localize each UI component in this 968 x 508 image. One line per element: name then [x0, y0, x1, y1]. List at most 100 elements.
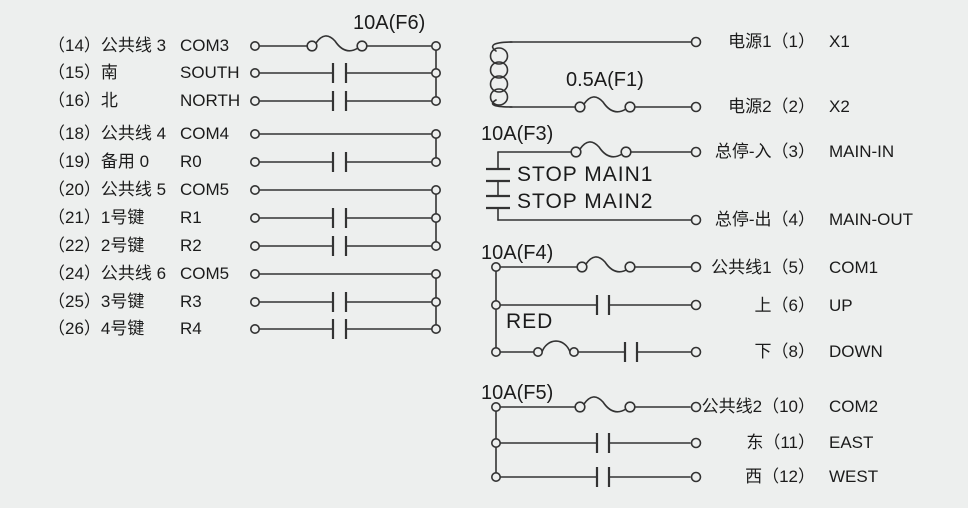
terminal-east [690, 437, 702, 449]
label-stop-main1: STOP MAIN1 [517, 163, 654, 186]
label-east: 东（11） [746, 433, 815, 452]
red-jumper-icon [532, 340, 579, 357]
label-pin-25: （25）3号键 [48, 292, 145, 311]
label-com2: 公共线2（10） [701, 397, 815, 416]
fuse-f6-icon [306, 35, 368, 52]
terminal-main-in [690, 146, 702, 158]
label-pin-15: （15）南 [48, 63, 118, 82]
code-pin-25: R3 [180, 292, 202, 311]
contact-stop-main1-icon [486, 167, 510, 183]
label-power2: 电源2（2） [728, 97, 815, 116]
terminal-16 [250, 96, 261, 107]
label-pin-19: （19）备用 0 [48, 152, 150, 171]
terminal-main-out [690, 214, 702, 226]
terminal-15 [250, 68, 261, 79]
label-stop-main2: STOP MAIN2 [517, 190, 654, 213]
terminal-14 [250, 40, 261, 51]
code-pin-26: R4 [180, 319, 202, 338]
label-red-jumper: RED [506, 310, 554, 333]
code-pin-14: COM3 [180, 36, 230, 55]
left-block-com5-r1-r2 [250, 185, 441, 256]
terminal-25 [250, 296, 261, 307]
terminal-com2 [690, 401, 702, 413]
code-down: DOWN [829, 342, 883, 361]
code-pin-21: R1 [180, 208, 202, 227]
code-pin-19: R0 [180, 152, 202, 171]
label-pin-21: （21）1号键 [48, 208, 145, 227]
label-com1: 公共线1（5） [711, 258, 815, 277]
terminal-x1 [690, 36, 702, 48]
code-x1: X1 [829, 32, 850, 51]
label-west: 西（12） [745, 467, 815, 486]
terminal-x2 [690, 101, 702, 113]
contact-down-icon [623, 342, 639, 362]
contact-r3-icon [331, 292, 348, 312]
terminal-22 [250, 241, 261, 252]
fuse-f1-icon [574, 96, 636, 113]
terminal-down [690, 346, 702, 358]
contact-r0-icon [331, 152, 348, 172]
code-east: EAST [829, 433, 874, 452]
code-pin-20: COM5 [180, 180, 230, 199]
code-main-out: MAIN-OUT [829, 210, 914, 229]
label-down: 下（8） [754, 342, 815, 361]
contact-stop-main2-icon [486, 194, 510, 210]
code-up: UP [829, 296, 853, 315]
code-pin-18: COM4 [180, 124, 230, 143]
power-coil-block [489, 36, 702, 113]
coil-icon [489, 41, 513, 108]
terminal-18 [250, 129, 261, 140]
terminal-20 [250, 185, 261, 196]
label-fuse-f1: 0.5A(F1) [566, 69, 644, 91]
code-x2: X2 [829, 97, 850, 116]
label-main-out: 总停-出（4） [714, 210, 815, 229]
contact-r1-icon [331, 208, 348, 228]
contact-south-icon [331, 63, 348, 83]
contact-r4-icon [331, 319, 348, 339]
code-pin-22: R2 [180, 236, 202, 255]
label-pin-16: （16）北 [48, 91, 118, 110]
code-com1: COM1 [829, 258, 879, 277]
contact-up-icon [595, 295, 611, 315]
label-fuse-f3: 10A(F3) [481, 123, 554, 145]
label-fuse-f4: 10A(F4) [481, 242, 554, 264]
terminal-26 [250, 323, 261, 334]
label-pin-26: （26）4号键 [48, 319, 145, 338]
label-power1: 电源1（1） [728, 32, 815, 51]
label-pin-18: （18）公共线 4 [48, 124, 167, 143]
fuse-f3-icon [570, 141, 632, 158]
code-pin-15: SOUTH [180, 63, 240, 82]
left-block-com3-south-north [250, 35, 441, 111]
terminal-com1 [690, 261, 702, 273]
fuse-f4-icon [576, 256, 636, 273]
label-pin-22: （22）2号键 [48, 236, 145, 255]
code-pin-16: NORTH [180, 91, 241, 110]
f4-block-com1-up-down [490, 256, 702, 362]
code-main-in: MAIN-IN [829, 142, 895, 161]
contact-north-icon [331, 91, 348, 111]
code-pin-24: COM5 [180, 264, 230, 283]
contact-east-icon [595, 433, 611, 453]
contact-r2-icon [331, 236, 348, 256]
contact-west-icon [595, 467, 611, 487]
stop-main-block [486, 141, 702, 226]
terminal-west [690, 471, 702, 483]
code-west: WEST [829, 467, 879, 486]
label-main-in: 总停-入（3） [714, 142, 815, 161]
label-fuse-f6: 10A(F6) [353, 12, 426, 34]
label-pin-20: （20）公共线 5 [48, 180, 167, 199]
terminal-up [690, 299, 702, 311]
label-fuse-f5: 10A(F5) [481, 382, 554, 404]
fuse-f5-icon [574, 396, 636, 413]
label-up: 上（6） [754, 296, 815, 315]
terminal-24 [250, 268, 261, 279]
left-block-com6-r3-r4 [250, 268, 441, 339]
label-pin-24: （24）公共线 6 [48, 264, 167, 283]
code-com2: COM2 [829, 397, 879, 416]
label-pin-14: （14）公共线 3 [48, 36, 167, 55]
f5-block-com2-east-west [490, 396, 702, 487]
left-block-com4-r0 [250, 129, 441, 172]
terminal-21 [250, 213, 261, 224]
